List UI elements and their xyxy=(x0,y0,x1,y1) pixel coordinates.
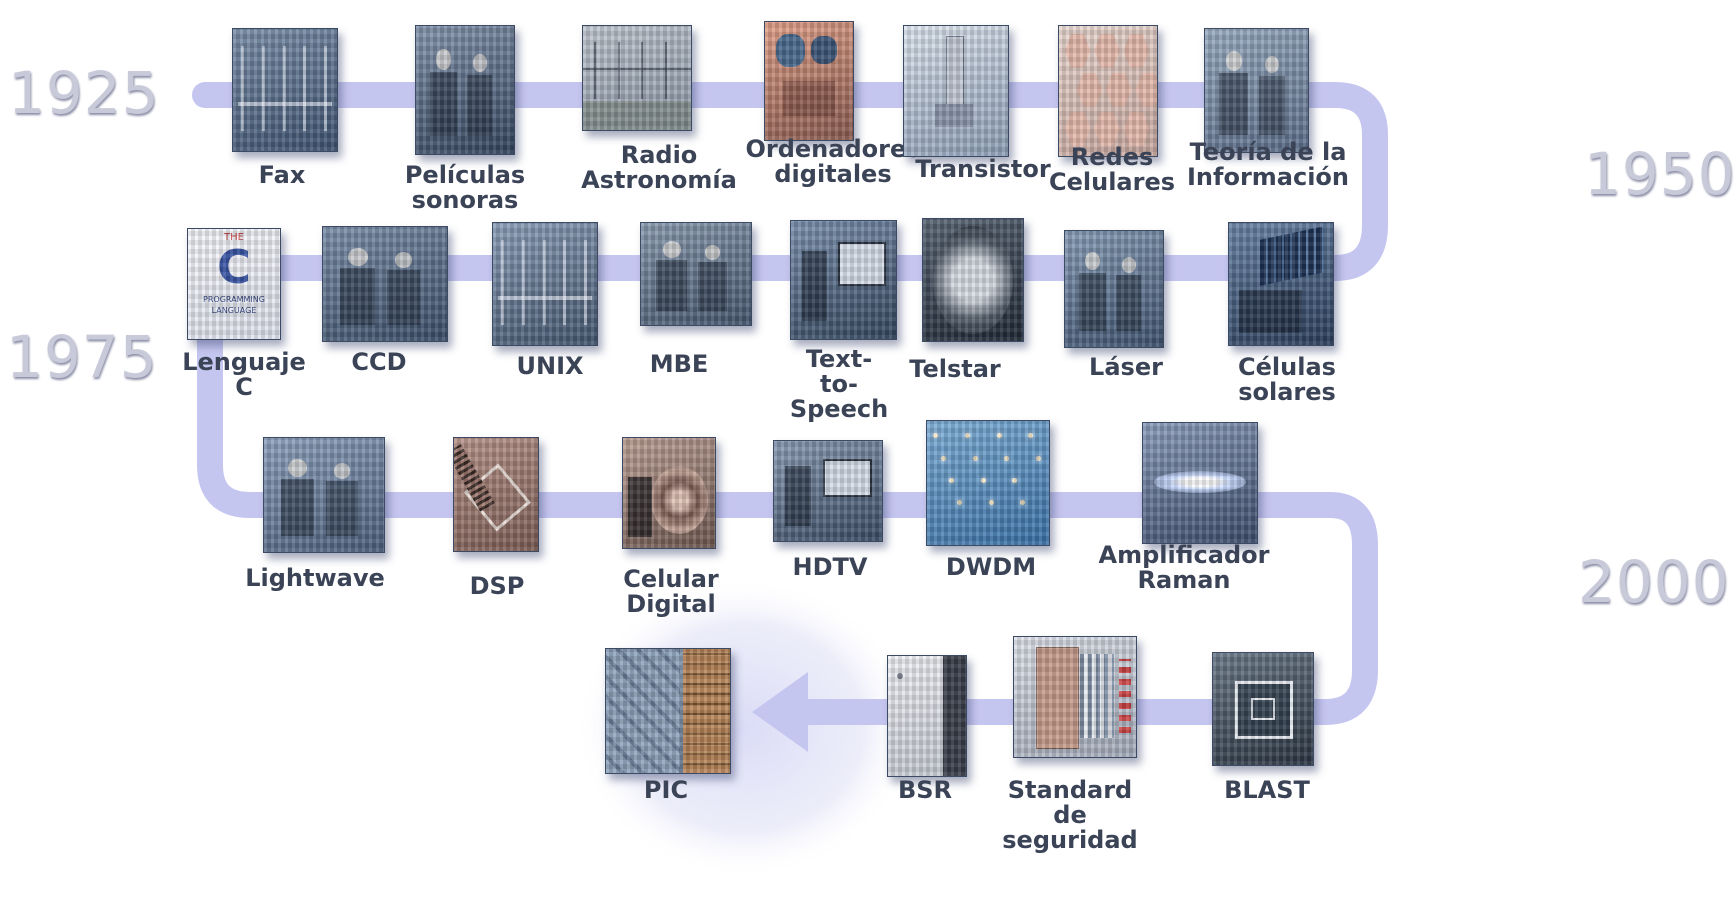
wafer-photo-icon xyxy=(622,437,716,549)
milestone-label: Text-to- Speech xyxy=(789,345,889,423)
fiber-lab-photo-icon xyxy=(263,437,385,553)
milestone-label: Standard de seguridad xyxy=(1002,776,1138,854)
milestone-label: Células solares xyxy=(1238,353,1336,406)
milestone-label: Películas sonoras xyxy=(404,161,526,214)
milestone-label: Transistor xyxy=(915,155,1051,183)
c-book-title-line2: PROGRAMMING xyxy=(188,295,280,304)
ccd-lab-photo-icon xyxy=(322,226,448,342)
timeline-arrowhead xyxy=(752,672,808,752)
milestone-label: Lenguaje C xyxy=(182,348,306,401)
milestone-label: Ordenadores digitales xyxy=(745,135,921,188)
hdtv-viewer-photo-icon xyxy=(773,440,883,542)
milestone-label: Láser xyxy=(1089,353,1163,381)
milestone-label: Teoría de la Información xyxy=(1186,138,1350,191)
year-2000: 2000 xyxy=(1578,548,1730,616)
milestone-label: BLAST xyxy=(1224,776,1310,804)
milestone-label: BSR xyxy=(897,776,953,804)
bsr-cabinet-icon xyxy=(887,655,967,777)
milestone-label: CCD xyxy=(351,348,407,376)
radio-antenna-photo-icon xyxy=(582,25,692,131)
computer-room-photo-icon xyxy=(492,222,598,346)
blast-chip-icon xyxy=(1212,652,1314,766)
light-beam-icon xyxy=(1142,422,1258,544)
year-1950: 1950 xyxy=(1584,140,1736,208)
hexagon-cells-icon xyxy=(1058,25,1158,157)
sound-film-photo-icon xyxy=(415,25,515,155)
c-book-title-the: THE xyxy=(188,232,280,243)
optical-fibers-icon xyxy=(926,420,1050,546)
security-device-icon xyxy=(1013,636,1137,758)
timeline-path xyxy=(192,82,1388,725)
relay-circuit-photo-icon xyxy=(764,21,854,141)
c-book-letter: C xyxy=(188,244,280,290)
satellite-photo-icon xyxy=(922,218,1024,342)
milestone-label: Lightwave xyxy=(245,564,385,592)
chip-die-icon xyxy=(453,437,539,552)
year-1925: 1925 xyxy=(8,59,160,127)
milestone-label: DSP xyxy=(469,572,525,600)
milestone-label: Redes Celulares xyxy=(1048,143,1176,196)
solar-panel-photo-icon xyxy=(1228,222,1334,346)
speech-terminal-photo-icon xyxy=(790,220,897,340)
lab-team-photo-icon xyxy=(640,222,752,326)
transistor-photo-icon xyxy=(903,25,1009,157)
milestone-label: Celular Digital xyxy=(623,565,719,618)
c-book-cover-icon: THEC PROGRAMMING LANGUAGE xyxy=(187,228,281,340)
milestone-label: DWDM xyxy=(945,553,1037,581)
c-book-title-line3: LANGUAGE xyxy=(188,306,280,315)
milestone-label: Amplificador Raman xyxy=(1098,541,1270,594)
scientist-photo-icon xyxy=(1204,28,1309,153)
photonic-chip-icon xyxy=(605,648,731,774)
milestone-label: MBE xyxy=(649,350,709,378)
laser-lab-photo-icon xyxy=(1064,230,1164,348)
fax-photo-icon xyxy=(232,28,338,152)
milestone-label: PIC xyxy=(643,776,689,804)
milestone-label: UNIX xyxy=(516,352,584,380)
year-1975: 1975 xyxy=(6,323,158,391)
milestone-label: Telstar xyxy=(909,355,1001,383)
milestone-label: HDTV xyxy=(792,553,868,581)
milestone-label: Radio Astronomía xyxy=(581,141,737,194)
milestone-label: Fax xyxy=(258,161,306,189)
